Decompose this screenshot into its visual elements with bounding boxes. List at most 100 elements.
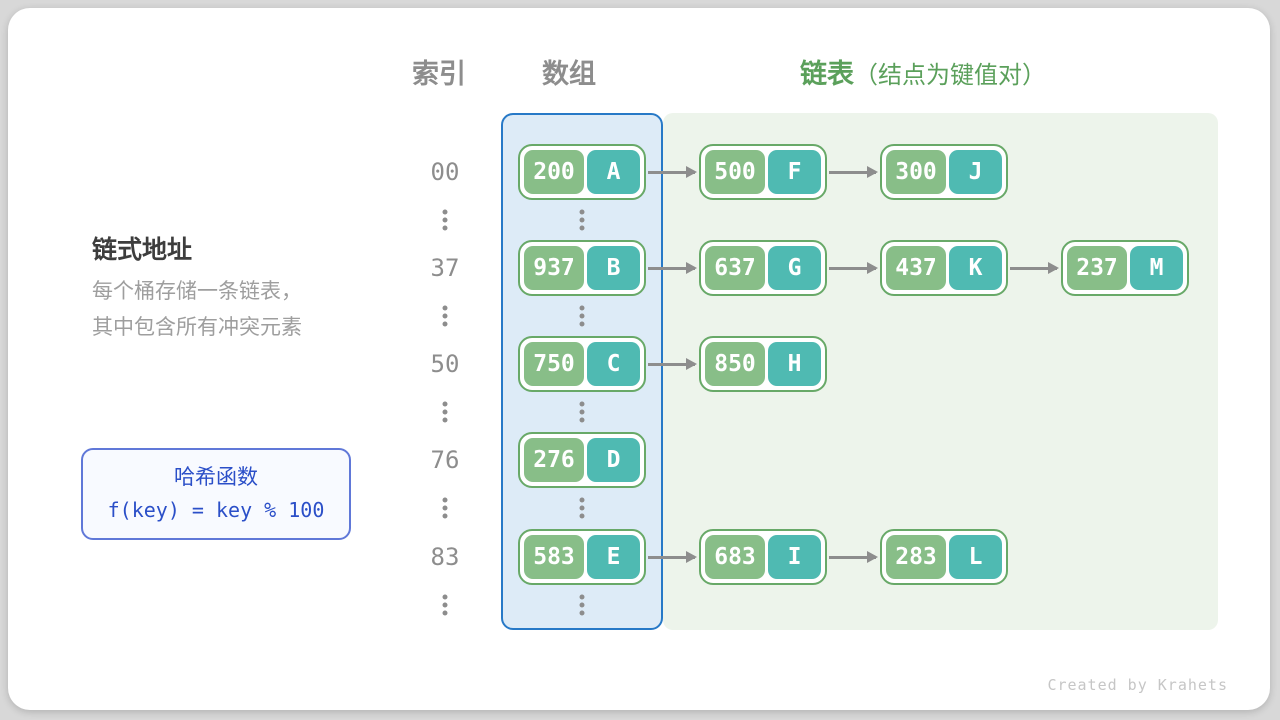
key-cell: 500 — [705, 150, 765, 194]
dot — [579, 602, 585, 608]
dot — [442, 305, 448, 311]
dot — [442, 217, 448, 223]
key-cell: 850 — [705, 342, 765, 386]
dot — [579, 225, 585, 231]
ellipsis-dots — [579, 305, 585, 327]
concept-title: 链式地址 — [92, 236, 193, 264]
key-cell: 276 — [524, 438, 584, 482]
dot — [442, 313, 448, 319]
hash-function-title: 哈希函数 — [174, 466, 258, 489]
header-linked-list: 链表（结点为键值对） — [800, 54, 1046, 96]
index-label: 50 — [430, 350, 460, 378]
next-pointer-arrow — [829, 165, 878, 178]
ellipsis-dots — [442, 497, 448, 519]
dot — [579, 505, 585, 511]
concept-description-line: 其中包含所有冲突元素 — [92, 316, 302, 339]
concept-description: 每个桶存储一条链表， 其中包含所有冲突元素 — [92, 274, 302, 346]
ellipsis-dots — [579, 594, 585, 616]
dot — [579, 409, 585, 415]
dot — [579, 217, 585, 223]
next-pointer-arrow — [829, 261, 878, 274]
key-cell: 200 — [524, 150, 584, 194]
ellipsis-dots — [579, 401, 585, 423]
header-index: 索引 — [412, 59, 466, 89]
value-cell: K — [949, 246, 1002, 290]
key-cell: 637 — [705, 246, 765, 290]
diagram-card: 索引 数组 链表（结点为键值对） 链式地址 每个桶存储一条链表， 其中包含所有冲… — [8, 8, 1270, 710]
ellipsis-dots — [442, 305, 448, 327]
value-cell: F — [768, 150, 821, 194]
key-cell: 237 — [1067, 246, 1127, 290]
dot — [442, 602, 448, 608]
value-cell: C — [587, 342, 640, 386]
next-pointer-arrow — [648, 550, 697, 563]
watermark: Created by Krahets — [1047, 676, 1228, 694]
hash-function-box: 哈希函数 f(key) = key % 100 — [81, 448, 351, 540]
header-linked-list-label: 链表 — [800, 59, 854, 89]
dot — [442, 513, 448, 519]
dot — [579, 497, 585, 503]
index-label: 00 — [430, 158, 460, 186]
ellipsis-dots — [579, 497, 585, 519]
dot — [442, 321, 448, 327]
key-cell: 583 — [524, 535, 584, 579]
value-cell: E — [587, 535, 640, 579]
key-cell: 750 — [524, 342, 584, 386]
dot — [579, 321, 585, 327]
value-cell: A — [587, 150, 640, 194]
key-cell: 300 — [886, 150, 946, 194]
index-label: 83 — [430, 543, 460, 571]
value-cell: M — [1130, 246, 1183, 290]
dot — [579, 417, 585, 423]
dot — [442, 505, 448, 511]
hash-function-formula: f(key) = key % 100 — [107, 498, 325, 522]
key-cell: 683 — [705, 535, 765, 579]
dot — [442, 401, 448, 407]
dot — [579, 513, 585, 519]
dot — [579, 305, 585, 311]
value-cell: H — [768, 342, 821, 386]
value-cell: D — [587, 438, 640, 482]
index-label: 37 — [430, 254, 460, 282]
dot — [579, 313, 585, 319]
next-pointer-arrow — [648, 261, 697, 274]
next-pointer-arrow — [648, 357, 697, 370]
value-cell: I — [768, 535, 821, 579]
dot — [442, 409, 448, 415]
value-cell: J — [949, 150, 1002, 194]
key-cell: 437 — [886, 246, 946, 290]
dot — [579, 594, 585, 600]
dot — [442, 594, 448, 600]
key-cell: 283 — [886, 535, 946, 579]
dot — [579, 401, 585, 407]
next-pointer-arrow — [648, 165, 697, 178]
ellipsis-dots — [579, 209, 585, 231]
dot — [442, 209, 448, 215]
dot — [442, 497, 448, 503]
value-cell: L — [949, 535, 1002, 579]
dot — [442, 225, 448, 231]
value-cell: G — [768, 246, 821, 290]
ellipsis-dots — [442, 209, 448, 231]
ellipsis-dots — [442, 401, 448, 423]
header-array: 数组 — [542, 59, 596, 89]
index-label: 76 — [430, 446, 460, 474]
concept-description-line: 每个桶存储一条链表， — [92, 280, 302, 303]
dot — [442, 610, 448, 616]
ellipsis-dots — [442, 594, 448, 616]
next-pointer-arrow — [829, 550, 878, 563]
header-linked-list-note: （结点为键值对） — [854, 62, 1046, 89]
